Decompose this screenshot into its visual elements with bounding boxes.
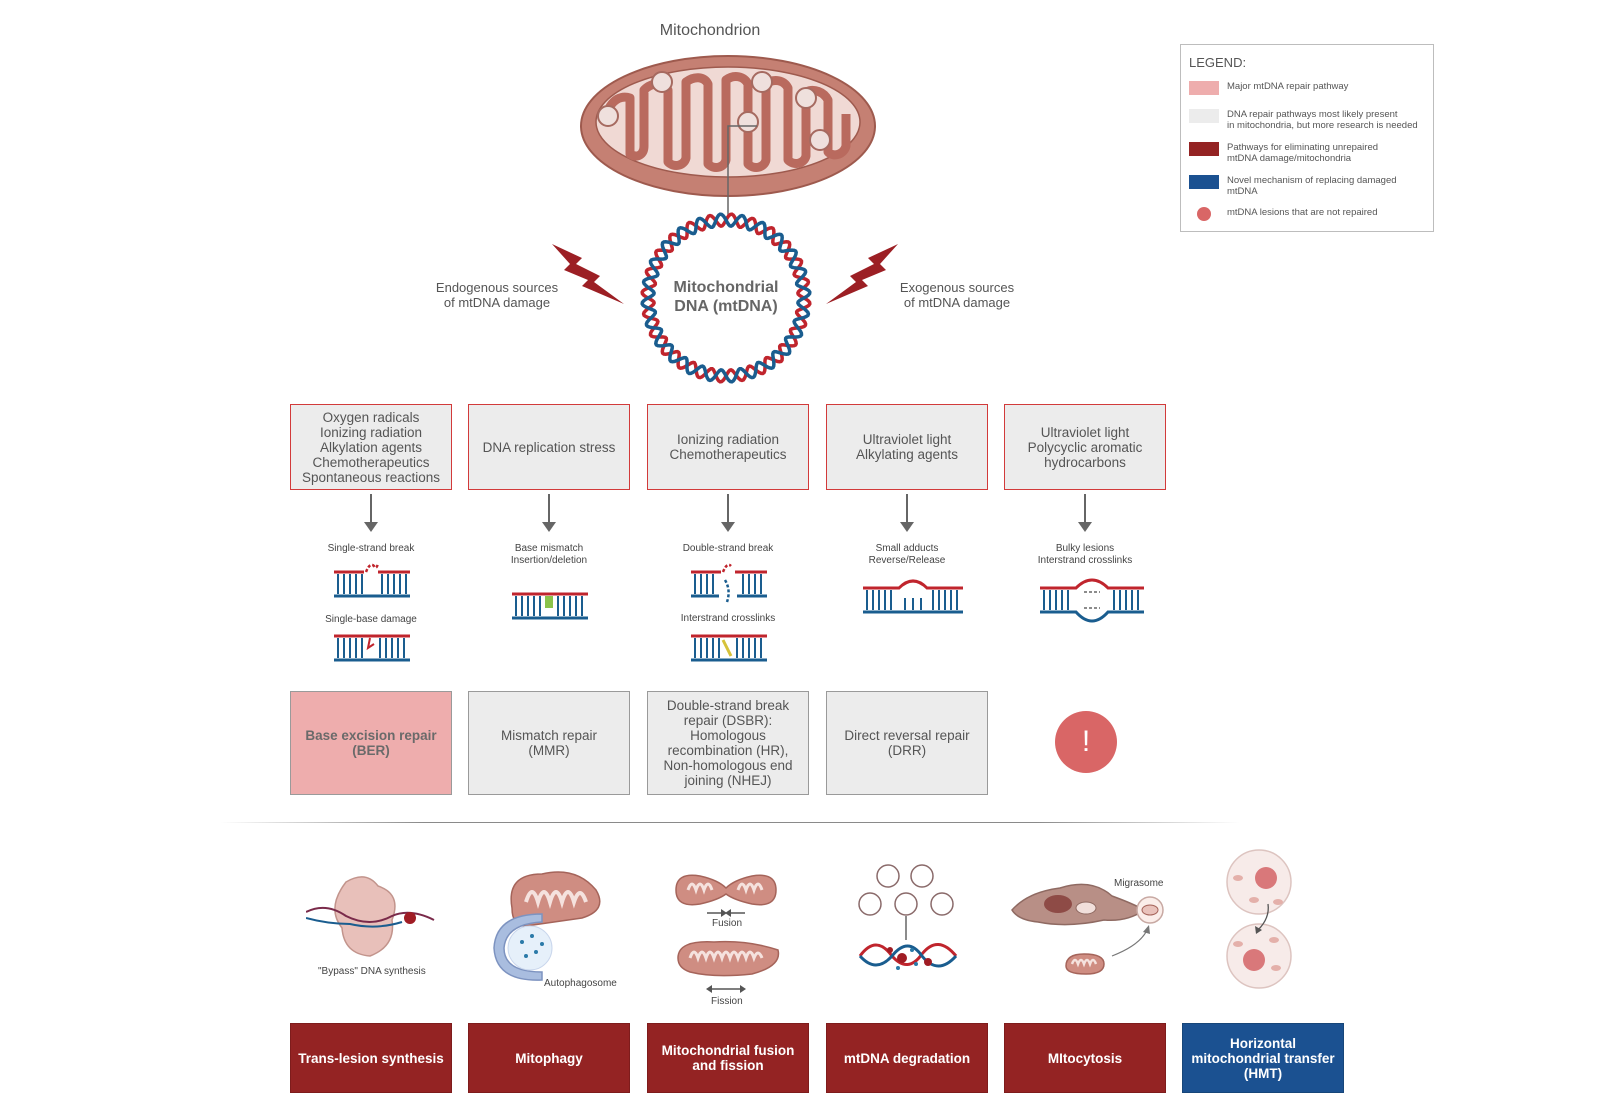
polymerase-illustration	[306, 876, 435, 957]
dna-mismatch-illustration	[512, 592, 588, 620]
lightning-bolt-icon	[552, 244, 624, 304]
migrasome-label: Migrasome	[1114, 878, 1164, 889]
legend-item: Novel mechanism of replacing damaged mtD…	[1189, 175, 1429, 205]
connector-line	[727, 125, 757, 218]
endogenous-label: Endogenous sources of mtDNA damage	[435, 280, 559, 310]
dna-small-adducts-illustration	[863, 579, 963, 614]
elim-box-fusion-fission: Mitochondrial fusion and fission	[647, 1023, 809, 1093]
elim-box-mitophagy: Mitophagy	[468, 1023, 630, 1093]
damage-label-mismatch: Base mismatch Insertion/deletion	[510, 543, 588, 566]
legend-title: LEGEND:	[1189, 55, 1247, 70]
damage-label-dsb: Double-strand break	[682, 543, 774, 554]
mito-fusion-illustration	[675, 874, 777, 906]
legend-swatch	[1189, 142, 1219, 156]
mtdna-label: Mitochondrial DNA (mtDNA)	[673, 279, 779, 315]
lightning-bolt-icon	[826, 244, 898, 304]
arrow-down	[721, 494, 735, 532]
legend-text: DNA repair pathways most likely present …	[1227, 109, 1418, 131]
legend-text: Pathways for eliminating unrepaired mtDN…	[1227, 142, 1379, 164]
mtdna-circle	[640, 212, 812, 384]
source-box-uv-alkylating: Ultraviolet light Alkylating agents	[826, 404, 988, 490]
diagram-title: Mitochondrion	[659, 22, 761, 39]
damage-label-crosslinks: Interstrand crosslinks	[680, 613, 776, 624]
legend-text: Novel mechanism of replacing damaged mtD…	[1227, 175, 1397, 197]
damage-label-ssb: Single-strand break	[327, 543, 415, 554]
dna-dsb-illustration	[691, 563, 767, 603]
damage-label-small-adducts: Small adducts Reverse/Release	[868, 543, 946, 566]
elim-box-mtdna-degradation: mtDNA degradation	[826, 1023, 988, 1093]
arrow-down	[1078, 494, 1092, 532]
arrow-down	[364, 494, 378, 532]
repair-box-ber: Base excision repair (BER)	[290, 691, 452, 795]
dna-bulky-lesion-illustration	[1040, 578, 1144, 623]
damage-label-single-base: Single-base damage	[325, 614, 417, 625]
autophagosome-label: Autophagosome	[544, 978, 617, 989]
elim-box-hmt: Horizontal mitochondrial transfer (HMT)	[1182, 1023, 1344, 1093]
dna-ssb-illustration	[334, 563, 410, 598]
legend-text: Major mtDNA repair pathway	[1227, 81, 1349, 92]
bypass-label: "Bypass" DNA synthesis	[318, 966, 426, 977]
fission-arrow-icon	[706, 985, 746, 993]
mtdna-degradation-illustration	[858, 864, 958, 970]
mitocytosis-illustration	[1011, 883, 1164, 975]
fusion-arrows-icon	[707, 909, 745, 917]
legend: LEGEND: Major mtDNA repair pathway DNA r…	[1180, 44, 1434, 232]
arrow-down	[900, 494, 914, 532]
elim-box-tls: Trans-lesion synthesis	[290, 1023, 452, 1093]
source-box-uv-pah: Ultraviolet light Polycyclic aromatic hy…	[1004, 404, 1166, 490]
repair-box-dsbr: Double-strand break repair (DSBR): Homol…	[647, 691, 809, 795]
dna-crosslink-illustration	[691, 634, 767, 662]
legend-text: mtDNA lesions that are not repaired	[1227, 207, 1378, 218]
legend-item: mtDNA lesions that are not repaired	[1189, 207, 1429, 237]
legend-swatch	[1189, 109, 1219, 123]
source-box-replication: DNA replication stress	[468, 404, 630, 490]
legend-swatch	[1189, 175, 1219, 189]
arrow-down	[542, 494, 556, 532]
legend-item: Major mtDNA repair pathway	[1189, 81, 1429, 111]
damage-label-bulky: Bulky lesions Interstrand crosslinks	[1037, 543, 1133, 566]
mitochondrion-illustration	[580, 55, 876, 197]
fission-label: Fission	[711, 996, 743, 1007]
dna-single-base-illustration	[334, 634, 410, 662]
source-box-ionizing: Ionizing radiation Chemotherapeutics	[647, 404, 809, 490]
fusion-label: Fusion	[712, 918, 743, 929]
legend-swatch	[1197, 207, 1211, 221]
legend-item: DNA repair pathways most likely present …	[1189, 109, 1429, 139]
elim-box-mitocytosis: MItocytosis	[1004, 1023, 1166, 1093]
repair-box-mmr: Mismatch repair (MMR)	[468, 691, 630, 795]
repair-box-drr: Direct reversal repair (DRR)	[826, 691, 988, 795]
source-box-endogenous: Oxygen radicals Ionizing radiation Alkyl…	[290, 404, 452, 490]
mito-fission-illustration	[677, 940, 780, 977]
exogenous-label: Exogenous sources of mtDNA damage	[899, 280, 1015, 310]
section-divider	[220, 822, 1240, 823]
hmt-illustration	[1226, 849, 1292, 989]
mitophagy-illustration	[493, 871, 601, 981]
legend-swatch	[1189, 81, 1219, 95]
not-repaired-icon: !	[1055, 711, 1117, 773]
legend-item: Pathways for eliminating unrepaired mtDN…	[1189, 142, 1429, 172]
